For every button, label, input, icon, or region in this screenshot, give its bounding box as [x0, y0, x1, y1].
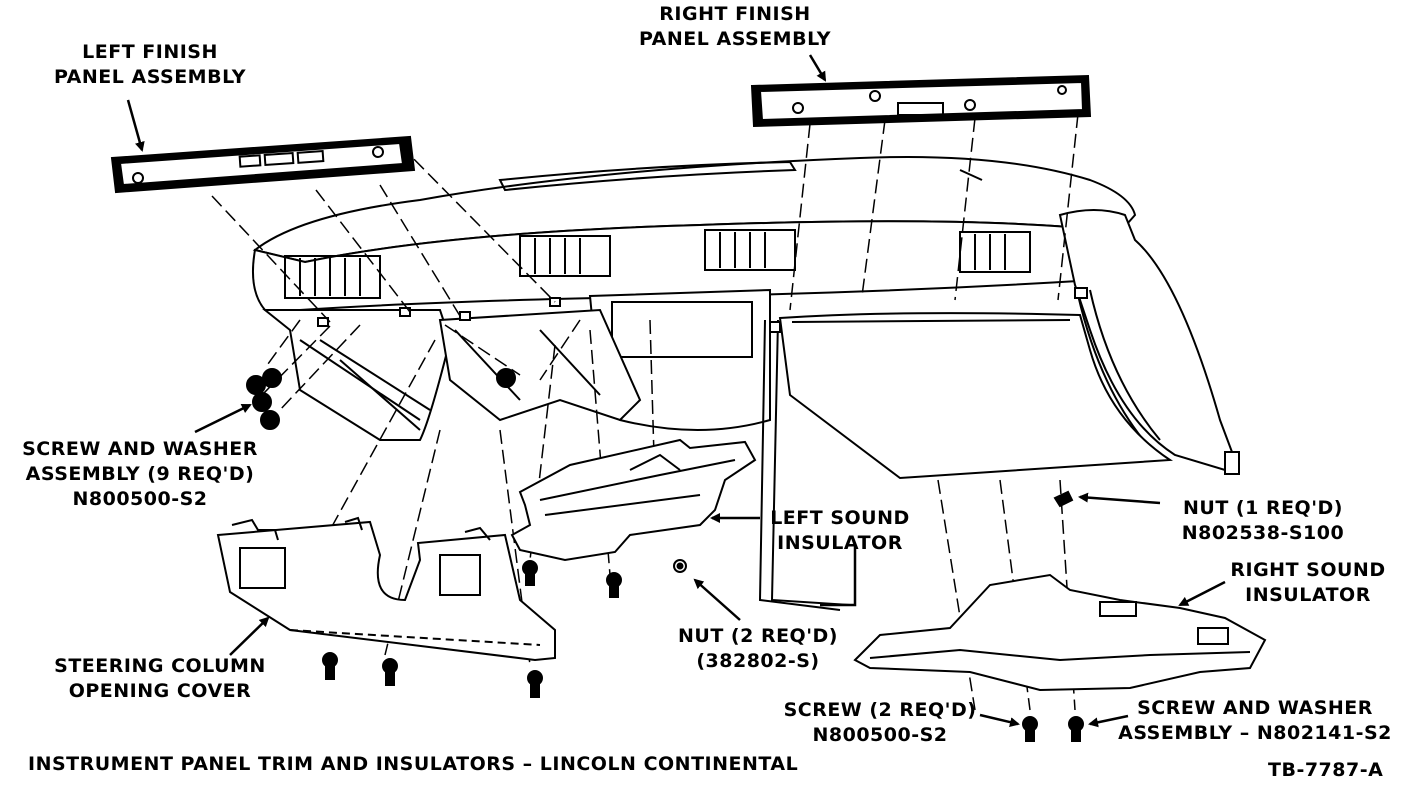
figure-caption: INSTRUMENT PANEL TRIM AND INSULATORS – L…: [28, 753, 799, 775]
figure-id: TB-7787-A: [1268, 759, 1384, 781]
label-left-sound-insulator: LEFT SOUND INSULATOR: [770, 507, 910, 554]
left-finish-panel: [110, 135, 416, 194]
leader-arrows: [126, 54, 1226, 728]
instrument-panel-body: [252, 155, 1240, 611]
label-right-sound-insulator: RIGHT SOUND INSULATOR: [1230, 559, 1386, 606]
label-right-finish-panel: RIGHT FINISH PANEL ASSEMBLY: [639, 3, 831, 50]
right-sound-insulator: [853, 573, 1267, 692]
label-steering-column-cover: STEERING COLUMN OPENING COVER: [54, 655, 266, 702]
left-sound-insulator: [510, 438, 757, 562]
label-nut-1: NUT (1 REQ'D) N802538-S100: [1181, 497, 1345, 544]
label-screw-washer-right: SCREW AND WASHER ASSEMBLY – N802141-S2: [1118, 697, 1392, 744]
label-left-finish-panel: LEFT FINISH PANEL ASSEMBLY: [54, 41, 246, 88]
steering-column-cover: [216, 516, 556, 662]
label-screw-washer-left: SCREW AND WASHER ASSEMBLY (9 REQ'D) N800…: [22, 438, 258, 510]
label-screw-2: SCREW (2 REQ'D) N800500-S2: [783, 699, 977, 746]
label-nut-2: NUT (2 REQ'D) (382802-S): [678, 625, 838, 672]
left-screw-cluster: [246, 368, 516, 430]
right-finish-panel: [750, 74, 1092, 128]
fasteners: [322, 490, 1084, 742]
